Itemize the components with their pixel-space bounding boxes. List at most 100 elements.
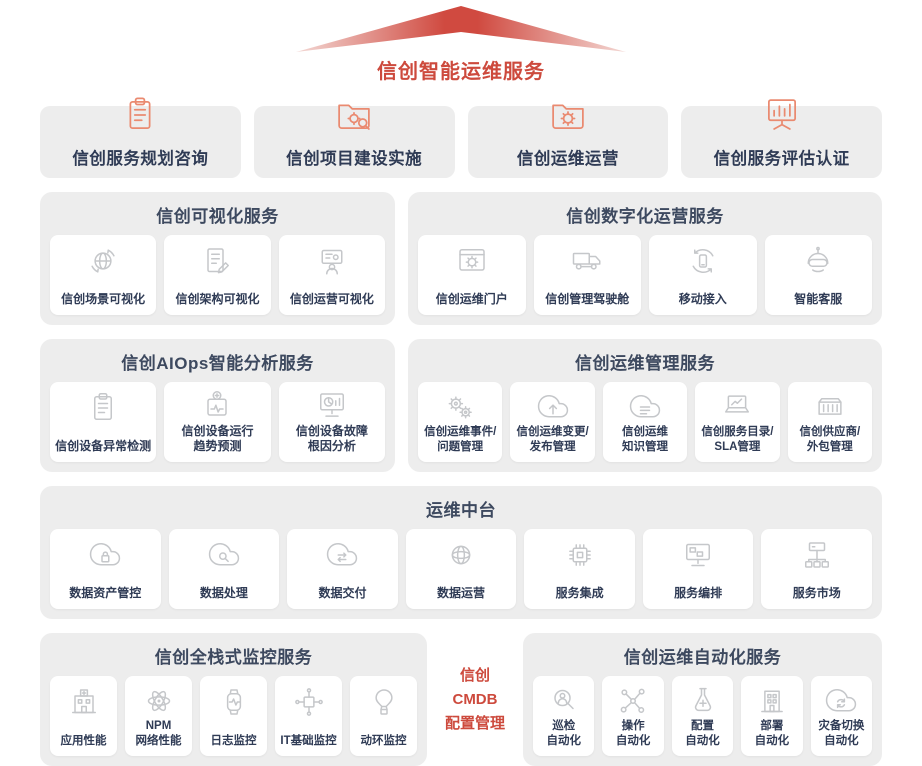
- service-card-label: 服务编排: [674, 586, 723, 600]
- section-monitoring: 信创全栈式监控服务应用性能 NPM 网络性能日志监控 IT基础监控 动环监控: [40, 633, 427, 766]
- top-service-label: 信创项目建设实施: [286, 150, 423, 168]
- service-card: 操作 自动化: [602, 676, 664, 756]
- flask-icon: [685, 682, 721, 719]
- diagram-header: 信创智能运维服务: [40, 6, 882, 84]
- section-middle-platform: 运维中台数据资产管控数据处理数据交付数据运营服务集成服务编排服务市场: [40, 486, 882, 619]
- service-card: 信创设备故障 根因分析: [278, 382, 385, 462]
- circuit-icon: [291, 682, 327, 722]
- monitor-chart-icon: [314, 388, 350, 424]
- service-card-label: 巡检 自动化: [546, 720, 581, 747]
- service-card: 数据交付: [287, 529, 398, 609]
- mobile-sync-icon: [685, 241, 721, 281]
- service-card-label: 信创设备运行 趋势预测: [181, 424, 254, 453]
- service-card: 数据运营: [405, 529, 517, 609]
- network-globe-icon: [443, 535, 479, 575]
- row-aiops-itsm: 信创AIOps智能分析服务信创设备异常检测信创设备运行 趋势预测信创设备故障 根…: [40, 339, 882, 472]
- section-title-visualization: 信创可视化服务: [156, 207, 279, 226]
- top-service-label: 信创服务规划咨询: [72, 150, 209, 168]
- service-card-label: 服务市场: [792, 586, 841, 600]
- top-service-card: 信创服务规划咨询: [40, 97, 241, 178]
- nodes-icon: [615, 682, 651, 719]
- service-card: 信创服务目录/ SLA管理: [695, 382, 780, 462]
- service-card-label: 信创场景可视化: [61, 292, 146, 306]
- service-card-label: 服务集成: [555, 586, 604, 600]
- service-card: 配置 自动化: [671, 676, 734, 756]
- watch-pulse-icon: [216, 682, 252, 722]
- notepad-icon: [119, 94, 161, 141]
- service-card: 智能客服: [764, 235, 872, 315]
- service-card: 信创管理驾驶舱: [533, 235, 641, 315]
- service-card: 应用性能: [50, 676, 117, 756]
- top-service-card: 信创项目建设实施: [253, 104, 455, 178]
- device-plus-icon: [199, 388, 235, 424]
- section-items: 巡检 自动化 操作 自动化 配置 自动化 部署 自动化灾备切换 自动化: [533, 676, 873, 756]
- section-items: 应用性能 NPM 网络性能日志监控 IT基础监控 动环监控: [50, 676, 417, 756]
- service-card: IT基础监控: [275, 676, 342, 756]
- service-card-label: 日志监控: [210, 734, 257, 747]
- section-visualization: 信创可视化服务信创场景可视化 信创架构可视化 信创运营可视化: [40, 192, 395, 325]
- section-title-monitoring: 信创全栈式监控服务: [154, 648, 313, 667]
- cloud-switch-icon: [823, 682, 859, 719]
- top-service-label: 信创运维运营: [516, 150, 619, 168]
- top-service-card: 信创运维运营: [467, 104, 669, 178]
- row-middle-platform: 运维中台数据资产管控数据处理数据交付数据运营服务集成服务编排服务市场: [40, 486, 882, 619]
- service-card: 信创设备运行 趋势预测: [164, 382, 271, 462]
- service-card-label: 数据处理: [199, 586, 248, 600]
- service-card-label: 信创设备故障 根因分析: [295, 424, 368, 453]
- service-card-label: 信创架构可视化: [175, 292, 260, 306]
- server-nodes-icon: [799, 535, 835, 575]
- service-card: 动环监控: [350, 676, 417, 756]
- building-icon: [754, 682, 790, 719]
- service-card: 数据资产管控: [50, 529, 161, 609]
- service-card-label: 信创运维门户: [435, 292, 508, 306]
- roof-arrow-shape: [296, 6, 626, 52]
- service-card: 信创设备异常检测: [50, 382, 157, 462]
- service-card: 部署 自动化: [741, 676, 803, 756]
- service-card: 服务市场: [761, 529, 873, 609]
- service-card-label: 部署 自动化: [754, 720, 790, 747]
- service-card-label: 应用性能: [60, 734, 107, 747]
- service-card: 日志监控: [200, 676, 267, 756]
- service-card-label: 数据资产管控: [69, 586, 142, 600]
- service-card: 数据处理: [168, 529, 280, 609]
- service-card-label: 配置 自动化: [685, 720, 720, 747]
- cloud-lock-icon: [87, 535, 123, 575]
- cloud-upload-icon: [535, 388, 571, 425]
- service-card: 移动接入: [649, 235, 757, 315]
- service-card: 信创运维变更/ 发布管理: [510, 382, 595, 462]
- service-card-label: 信创运维 知识管理: [622, 426, 669, 453]
- service-card: 信创运营可视化: [278, 235, 385, 315]
- cmdb-block: 信创 CMDB 配置管理: [440, 633, 510, 766]
- section-digital-ops: 信创数字化运营服务信创运维门户 信创管理驾驶舱 移动接入智能客服: [408, 192, 882, 325]
- window-gear-icon: [454, 241, 490, 281]
- section-aiops: 信创AIOps智能分析服务信创设备异常检测信创设备运行 趋势预测信创设备故障 根…: [40, 339, 395, 472]
- section-items: 数据资产管控 数据处理 数据交付数据运营 服务集成 服务编排 服务市场: [50, 529, 873, 609]
- cloud-search-icon: [206, 535, 242, 575]
- service-card-label: 动环监控: [360, 734, 407, 747]
- service-card-label: 操作 自动化: [615, 720, 651, 747]
- row-visualization-digital: 信创可视化服务信创场景可视化信创架构可视化信创运营可视化 信创数字化运营服务信创…: [40, 192, 882, 325]
- service-card-label: 信创管理驾驶舱: [545, 292, 630, 306]
- section-itsm: 信创运维管理服务信创运维事件/ 问题管理信创运维变更/ 发布管理信创运维 知识管…: [408, 339, 882, 472]
- service-card: 灾备切换 自动化: [810, 676, 873, 756]
- service-card-label: 数据运营: [437, 586, 486, 600]
- service-card-label: IT基础监控: [280, 734, 337, 747]
- cloud-transfer-icon: [324, 535, 360, 575]
- top-service-card: 信创服务评估认证: [681, 99, 882, 178]
- truck-icon: [569, 241, 605, 281]
- section-title-digital_ops: 信创数字化运营服务: [566, 207, 724, 226]
- section-items: 信创设备异常检测 信创设备运行 趋势预测 信创设备故障 根因分析: [50, 382, 385, 462]
- chart-board-icon: [761, 94, 803, 141]
- service-card-label: 信创设备异常检测: [55, 439, 152, 453]
- service-card: 信创供应商/ 外包管理: [787, 382, 873, 462]
- document-pen-icon: [199, 241, 235, 281]
- workflow-icon: [680, 535, 716, 575]
- section-items: 信创运维事件/ 问题管理信创运维变更/ 发布管理信创运维 知识管理信创服务目录/…: [418, 382, 873, 462]
- section-title-itsm: 信创运维管理服务: [575, 354, 715, 373]
- service-card: 服务编排: [642, 529, 754, 609]
- atom-icon: [141, 682, 177, 719]
- service-card: 信创运维事件/ 问题管理: [418, 382, 503, 462]
- robot-headset-icon: [800, 241, 836, 281]
- service-card-label: NPM 网络性能: [135, 720, 182, 747]
